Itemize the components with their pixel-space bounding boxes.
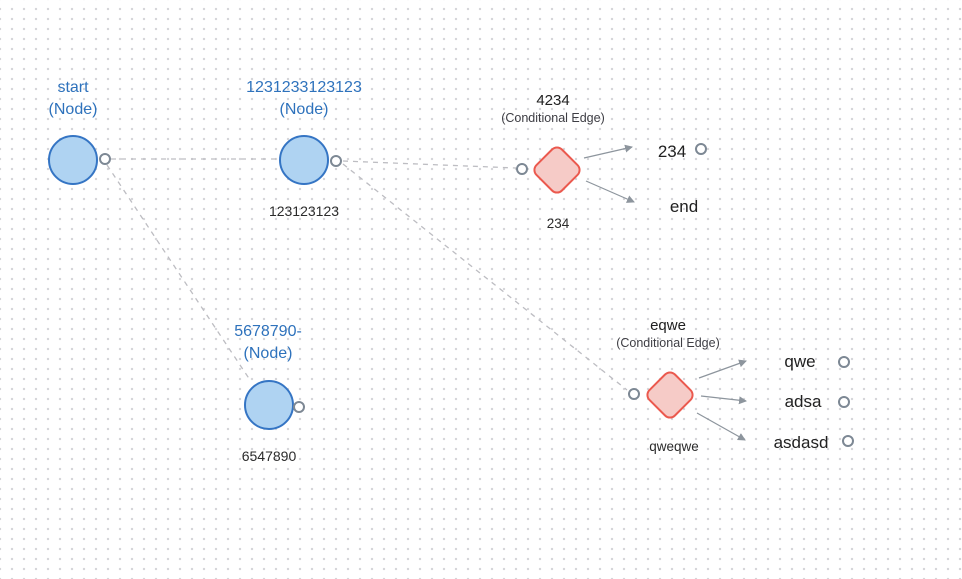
branch-label-adsa[interactable]: adsa [784,392,822,411]
node-5678790-source-port[interactable] [293,401,305,413]
cond-eqwe-sublabel: qweqwe [649,439,699,454]
branch-port-adsa[interactable] [838,396,850,408]
cond-4234-target-port[interactable] [516,163,528,175]
node-start-name: start [57,79,89,96]
node-5678790-sublabel: 6547890 [241,448,297,464]
branch-port-qwe[interactable] [838,356,850,368]
node-start-shape[interactable] [48,135,98,185]
branch-label-234[interactable]: 234 [657,142,687,161]
node-1231233123123-title: 1231233123123 (Node) [204,77,404,121]
edge-start-to-node3[interactable] [106,164,251,381]
cond-eqwe-title: eqwe (Conditional Edge) [568,316,768,352]
cond-eqwe-type: (Conditional Edge) [616,336,720,350]
node-1231233123123-type: (Node) [279,101,329,118]
node-1231233123123-source-port[interactable] [330,155,342,167]
branch-label-qwe[interactable]: qwe [784,352,816,371]
node-1231233123123-sublabel: 123123123 [268,203,340,219]
node-start-type: (Node) [48,101,98,118]
edge-cond2-to-asdasd[interactable] [696,412,746,441]
node-5678790-title: 5678790- (Node) [168,321,368,365]
branch-label-asdasd[interactable]: asdasd [773,433,829,452]
branch-label-end[interactable]: end [669,197,699,216]
edge-node2-to-cond1[interactable] [342,160,517,169]
edge-node2-to-cond2[interactable] [342,163,628,391]
edge-cond2-to-adsa[interactable] [700,395,747,405]
node-start-source-port[interactable] [99,153,111,165]
node-5678790-name: 5678790- [234,323,302,340]
edge-cond2-to-qwe[interactable] [698,359,747,379]
node-5678790-shape[interactable] [244,380,294,430]
cond-4234-name: 4234 [536,92,570,109]
branch-port-asdasd[interactable] [842,435,854,447]
node-start-title: start (Node) [0,77,173,121]
cond-eqwe-name: eqwe [650,317,686,334]
cond-eqwe-shape[interactable] [643,368,697,422]
cond-4234-title: 4234 (Conditional Edge) [453,91,653,127]
node-1231233123123-shape[interactable] [279,135,329,185]
cond-4234-shape[interactable] [530,143,584,197]
edge-cond1-to-234[interactable] [583,144,633,159]
cond-eqwe-target-port[interactable] [628,388,640,400]
edge-cond1-to-end[interactable] [585,180,635,203]
node-5678790-type: (Node) [243,345,293,362]
cond-4234-type: (Conditional Edge) [501,111,605,125]
node-1231233123123-name: 1231233123123 [246,79,362,96]
cond-4234-sublabel: 234 [546,216,570,231]
branch-port-234[interactable] [695,143,707,155]
